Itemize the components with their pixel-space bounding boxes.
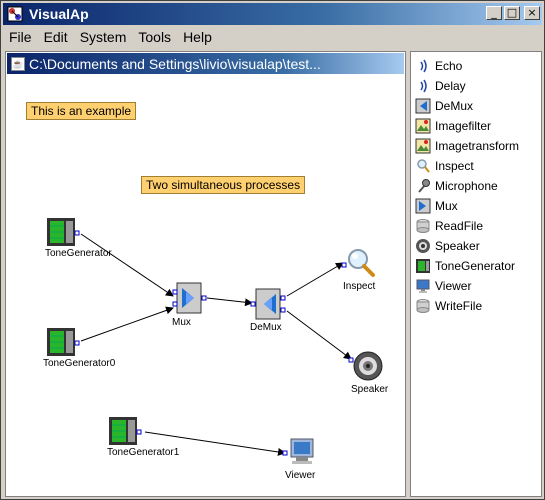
inspect-node[interactable]: [341, 247, 377, 282]
palette-item-label: Microphone: [435, 179, 498, 193]
palette-item-readfile[interactable]: ReadFile: [415, 216, 483, 236]
wire-tone0-to-mux: [80, 306, 174, 342]
menu-system[interactable]: System: [79, 29, 127, 45]
tone-generator-icon: [47, 328, 80, 356]
palette-item-label: Echo: [435, 59, 463, 73]
image-icon: [415, 118, 431, 134]
close-button[interactable]: ×: [524, 6, 540, 20]
tone-generator-label: ToneGenerator: [45, 248, 112, 259]
tone-generator-icon: [415, 258, 431, 274]
java-icon: ☕: [11, 56, 25, 71]
window-title: VisualAp: [29, 6, 89, 22]
palette-item-viewer[interactable]: Viewer: [415, 276, 471, 296]
diagram-canvas[interactable]: This is an example Two simultaneous proc…: [7, 76, 404, 496]
monitor-icon: [415, 278, 431, 294]
demux-node[interactable]: [250, 288, 288, 323]
image-icon: [415, 138, 431, 154]
palette-item-label: Viewer: [435, 279, 472, 293]
palette-item-label: Speaker: [435, 239, 480, 253]
monitor-icon: [282, 438, 314, 464]
tone-generator0-label: ToneGenerator0: [43, 358, 116, 369]
tone-generator0-node[interactable]: [46, 327, 80, 360]
title-bar[interactable]: VisualAp _ □ ×: [3, 3, 542, 25]
component-palette: Echo Delay DeMux Imagefilter Imagetransf…: [410, 51, 542, 497]
palette-item-inspect[interactable]: Inspect: [415, 156, 474, 176]
palette-item-speaker[interactable]: Speaker: [415, 236, 480, 256]
speaker-label: Speaker: [351, 384, 389, 395]
document-frame: ☕ C:\Documents and Settings\livio\visual…: [5, 51, 406, 497]
tone-generator1-node[interactable]: [108, 416, 142, 449]
tone-generator-icon: [47, 218, 80, 246]
palette-item-label: Imagetransform: [435, 139, 520, 153]
mux-label: Mux: [172, 317, 191, 328]
tone-generator-node[interactable]: [46, 217, 80, 250]
palette-item-imagefilter[interactable]: Imagefilter: [415, 116, 491, 136]
viewer-node[interactable]: [282, 436, 316, 471]
magnifier-icon: [341, 249, 375, 277]
speaker-icon: [415, 238, 431, 254]
menu-edit[interactable]: Edit: [43, 29, 68, 45]
inspect-label: Inspect: [343, 281, 376, 292]
viewer-label: Viewer: [285, 470, 316, 481]
palette-item-delay[interactable]: Delay: [415, 76, 466, 96]
minimize-button[interactable]: _: [486, 6, 502, 20]
disk-icon: [415, 218, 431, 234]
palette-item-label: Inspect: [435, 159, 474, 173]
palette-item-label: ReadFile: [435, 219, 484, 233]
palette-item-writefile[interactable]: WriteFile: [415, 296, 482, 316]
magnifier-icon: [415, 158, 431, 174]
palette-item-echo[interactable]: Echo: [415, 56, 462, 76]
connection-wires: [80, 233, 352, 456]
maximize-button[interactable]: □: [504, 6, 520, 20]
note-example[interactable]: This is an example: [26, 102, 137, 120]
wire-tone1-to-viewer: [144, 431, 286, 456]
palette-item-label: Mux: [435, 199, 458, 213]
speaker-node[interactable]: [348, 349, 384, 386]
menu-file[interactable]: File: [9, 29, 32, 45]
palette-item-imagetransform[interactable]: Imagetransform: [415, 136, 519, 156]
sound-icon: [415, 58, 431, 74]
wire-demux-to-inspect: [286, 262, 344, 297]
demux-label: DeMux: [250, 322, 282, 333]
sound-icon: [415, 78, 431, 94]
mux-icon: [415, 198, 431, 214]
demux-icon: [250, 288, 286, 320]
palette-item-label: Delay: [435, 79, 466, 93]
mux-icon: [172, 282, 207, 314]
palette-item-mux[interactable]: Mux: [415, 196, 458, 216]
disk-icon: [415, 298, 431, 314]
wire-tone-to-mux: [80, 233, 174, 297]
document-title: C:\Documents and Settings\livio\visualap…: [29, 55, 321, 72]
app-icon: [7, 6, 23, 22]
tone-generator1-label: ToneGenerator1: [107, 447, 180, 458]
mux-node[interactable]: [172, 282, 208, 317]
wire-demux-to-speaker: [286, 310, 352, 360]
palette-item-label: Imagefilter: [435, 119, 492, 133]
speaker-icon: [348, 351, 383, 381]
menu-help[interactable]: Help: [183, 29, 212, 45]
menu-bar: File Edit System Tools Help: [3, 26, 218, 48]
document-title-bar[interactable]: ☕ C:\Documents and Settings\livio\visual…: [7, 53, 404, 74]
palette-item-label: WriteFile: [435, 299, 483, 313]
palette-item-demux[interactable]: DeMux: [415, 96, 473, 116]
demux-icon: [415, 98, 431, 114]
palette-item-label: ToneGenerator: [435, 259, 516, 273]
palette-item-tonegenerator[interactable]: ToneGenerator: [415, 256, 515, 276]
note-processes[interactable]: Two simultaneous processes: [141, 176, 306, 194]
tone-generator-icon: [109, 417, 142, 445]
palette-item-label: DeMux: [435, 99, 474, 113]
microphone-icon: [415, 178, 431, 194]
palette-item-microphone[interactable]: Microphone: [415, 176, 498, 196]
menu-tools[interactable]: Tools: [138, 29, 172, 45]
wire-mux-to-demux: [206, 297, 253, 307]
